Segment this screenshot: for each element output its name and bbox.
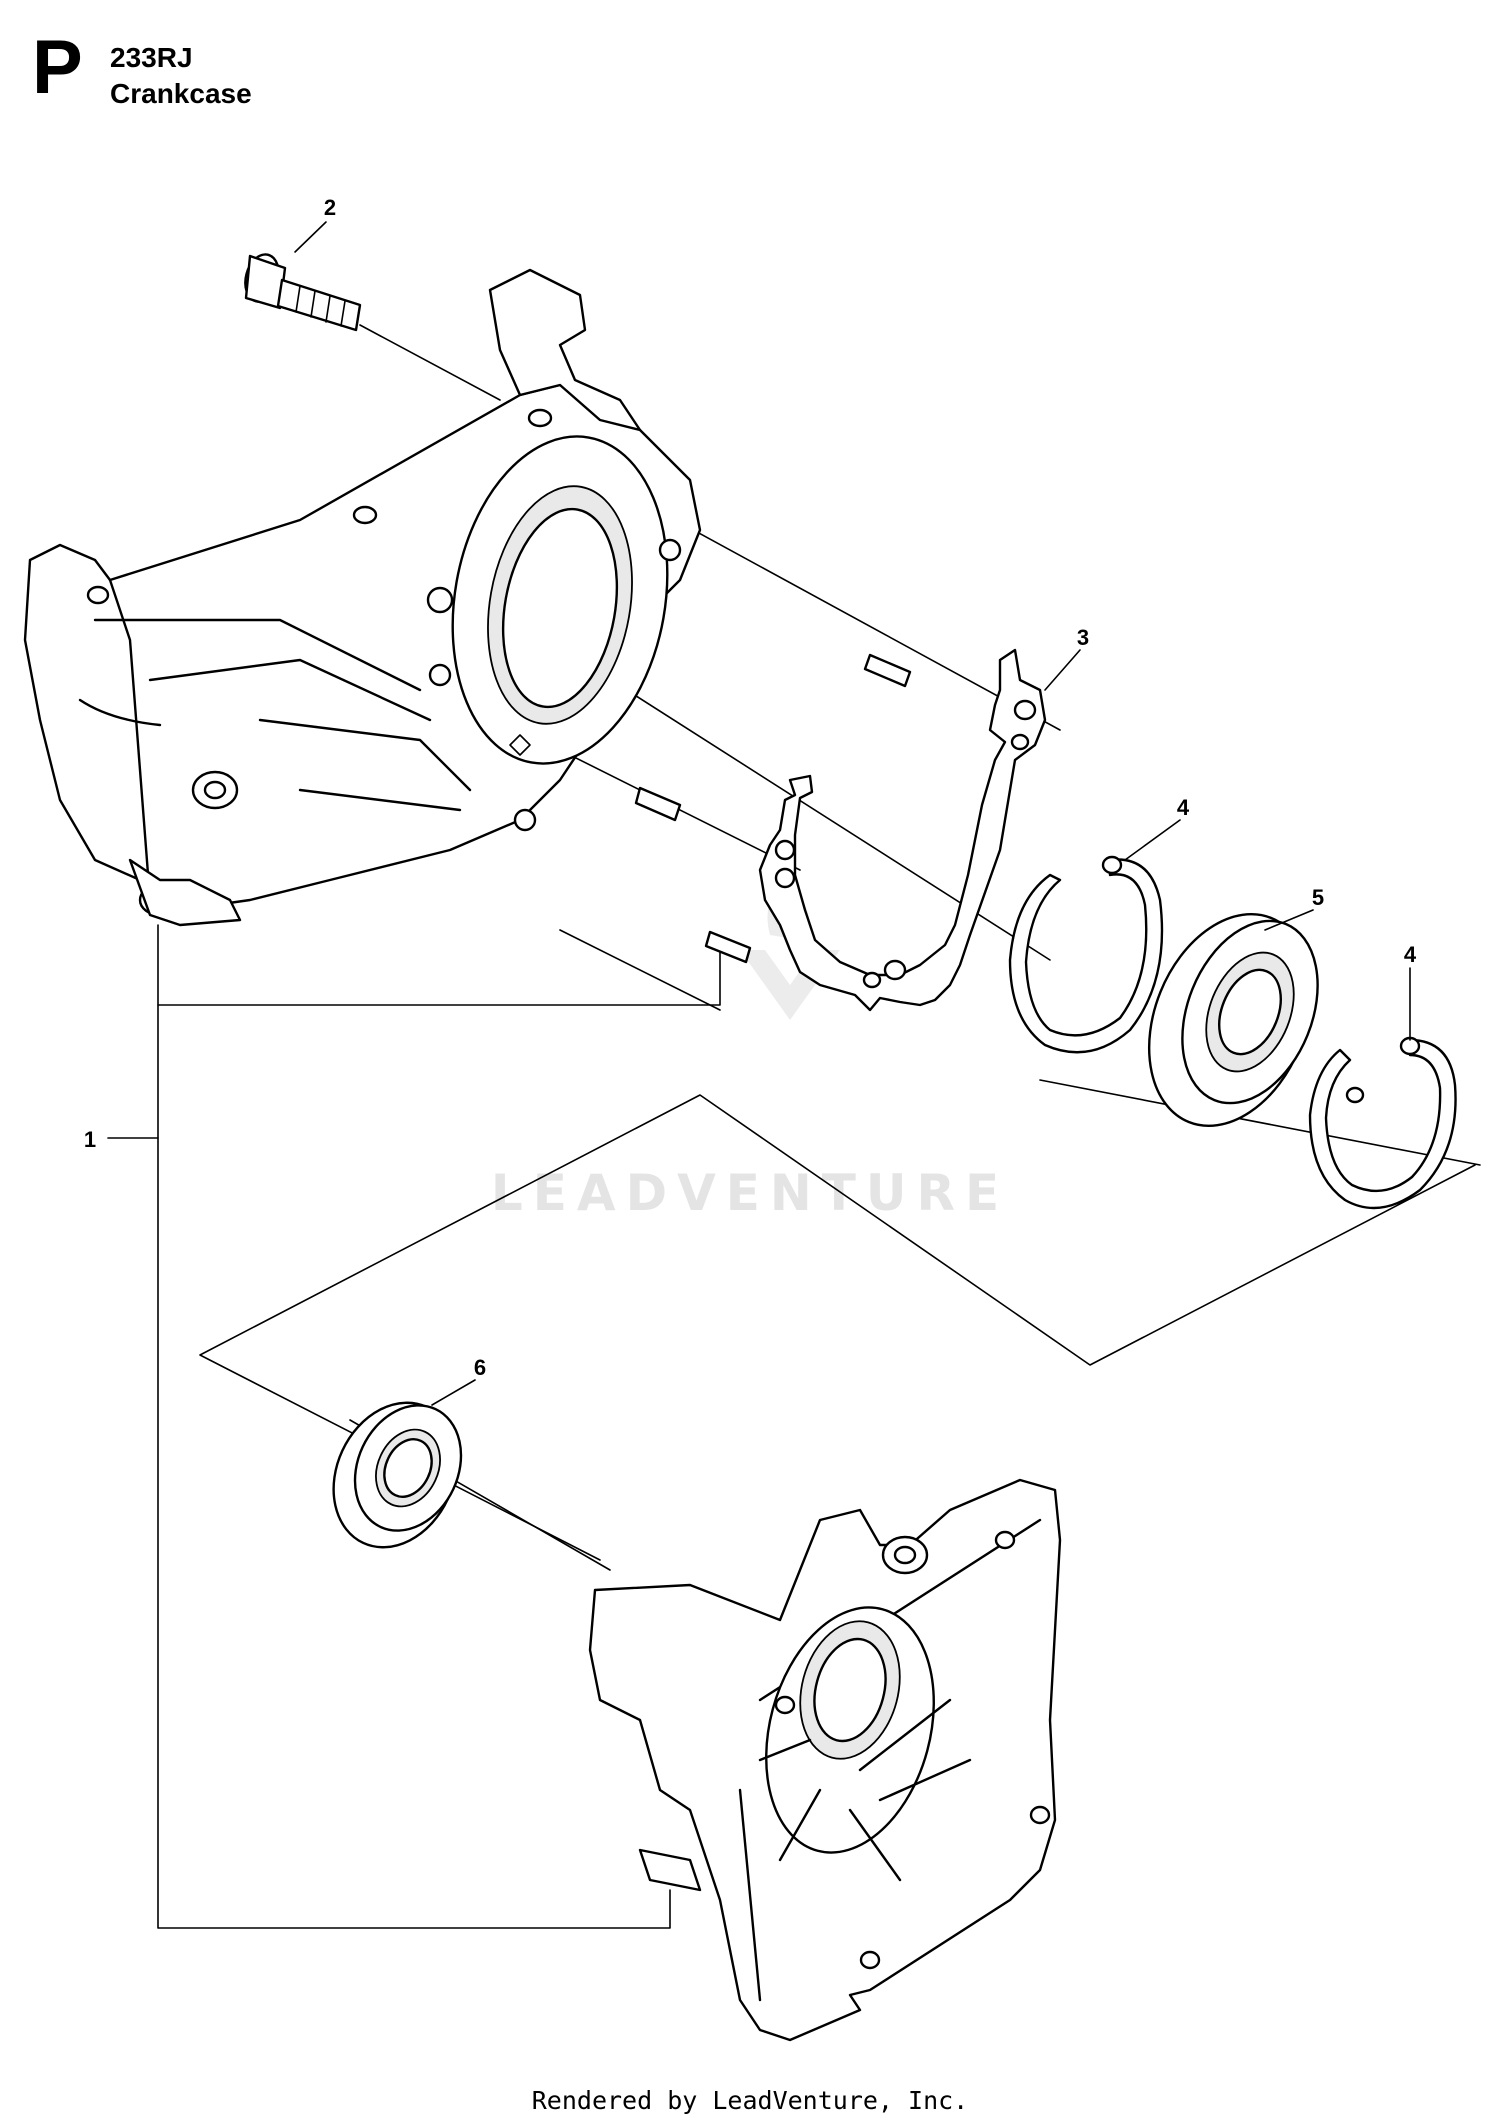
callout-3: 3 <box>1077 625 1089 650</box>
callout-6: 6 <box>474 1355 486 1380</box>
oil-seal-part <box>332 1401 463 1549</box>
callout-4-lower: 4 <box>1404 942 1417 967</box>
bearing-part <box>1147 913 1319 1127</box>
model-number: 233RJ <box>110 42 193 73</box>
watermark-logo: LEADVENTURE <box>491 870 1009 1222</box>
callout-5: 5 <box>1312 885 1324 910</box>
section-letter: P <box>32 25 83 110</box>
screw-part <box>244 253 362 332</box>
dowel-pins <box>634 653 912 964</box>
crankcase-lower-half <box>588 1478 1062 2042</box>
circlip-part-a <box>1008 855 1164 1054</box>
diagram-title: Crankcase <box>110 78 252 109</box>
watermark-text: LEADVENTURE <box>491 1164 1009 1222</box>
gasket-part <box>758 648 1047 1012</box>
assembly-bracket <box>107 924 721 1929</box>
callout-leaders <box>294 221 1411 1406</box>
callout-4-upper: 4 <box>1177 795 1190 820</box>
callout-labels: 1 2 3 4 5 4 6 <box>84 195 1417 1380</box>
footer-credit: Rendered by LeadVenture, Inc. <box>531 2086 969 2115</box>
callout-1: 1 <box>84 1127 96 1152</box>
circlip-part-b <box>1308 1036 1457 1210</box>
callout-2: 2 <box>324 195 336 220</box>
crankcase-upper-half <box>23 268 702 927</box>
